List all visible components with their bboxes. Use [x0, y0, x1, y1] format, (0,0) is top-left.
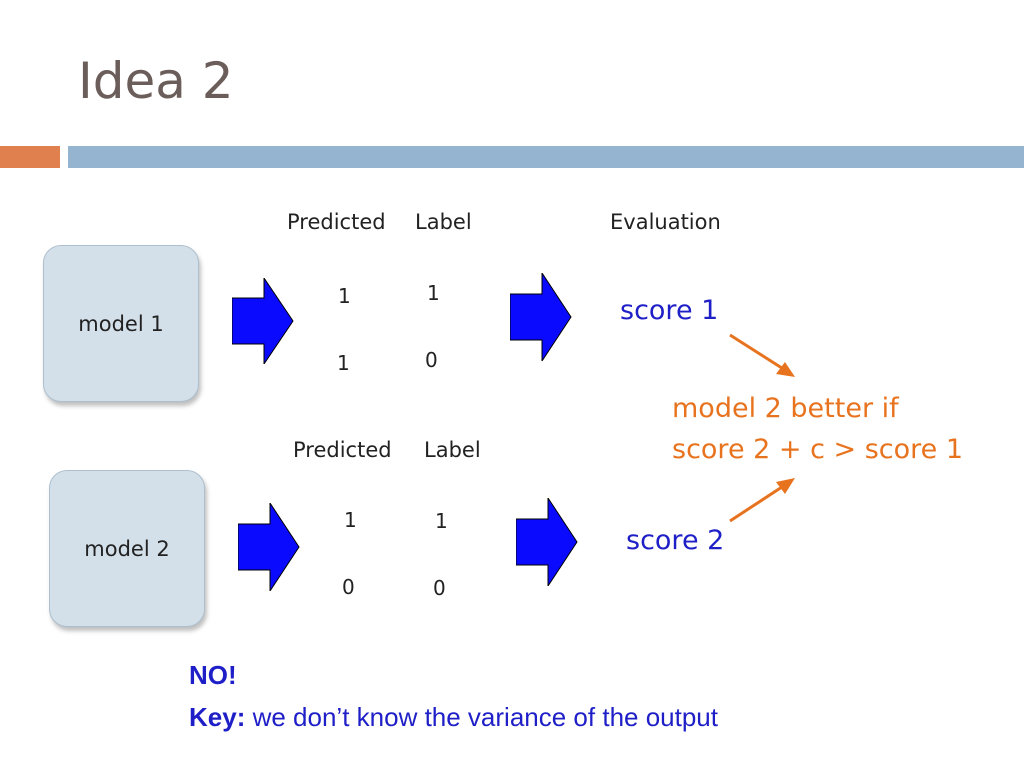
comparison-line-1: model 2 better if: [672, 393, 899, 424]
header-bar-blue: [68, 146, 1024, 168]
evaluation-header: Evaluation: [610, 210, 721, 234]
arrow-down-right-icon: [725, 330, 805, 386]
row1-label-value: 1: [427, 281, 440, 305]
model-2-box: model 2: [49, 470, 205, 627]
model-2-label: model 2: [84, 536, 170, 561]
arrow-right-icon: [516, 498, 578, 586]
score-2-text: score 2: [626, 525, 725, 556]
comparison-line-2: score 2 + c > score 1: [672, 434, 964, 465]
key-note: Key: we don’t know the variance of the o…: [189, 702, 718, 733]
header-bar-orange: [0, 146, 60, 168]
row1-predicted-header: Predicted: [287, 210, 386, 234]
arrow-up-right-icon: [725, 474, 805, 530]
arrow-right-icon: [238, 503, 300, 591]
row2-label-value: 0: [433, 576, 446, 600]
arrow-right-icon: [232, 278, 294, 364]
row1-label-header: Label: [415, 210, 472, 234]
model-1-label: model 1: [78, 311, 164, 336]
key-text: we don’t know the variance of the output: [245, 702, 718, 732]
model-1-box: model 1: [43, 245, 199, 402]
row1-label-value: 0: [425, 348, 438, 372]
comparison-text: model 2 better if score 2 + c > score 1: [672, 388, 963, 470]
row1-pred-value: 1: [338, 284, 351, 308]
no-text: NO!: [189, 660, 237, 690]
arrow-right-icon: [510, 273, 572, 361]
row2-pred-value: 1: [344, 508, 357, 532]
row2-label-value: 1: [435, 509, 448, 533]
row2-predicted-header: Predicted: [293, 438, 392, 462]
row2-pred-value: 0: [342, 575, 355, 599]
score-1-text: score 1: [620, 295, 719, 326]
row1-pred-value: 1: [337, 351, 350, 375]
row2-label-header: Label: [424, 438, 481, 462]
slide-title: Idea 2: [78, 52, 234, 110]
key-label: Key:: [189, 702, 246, 732]
